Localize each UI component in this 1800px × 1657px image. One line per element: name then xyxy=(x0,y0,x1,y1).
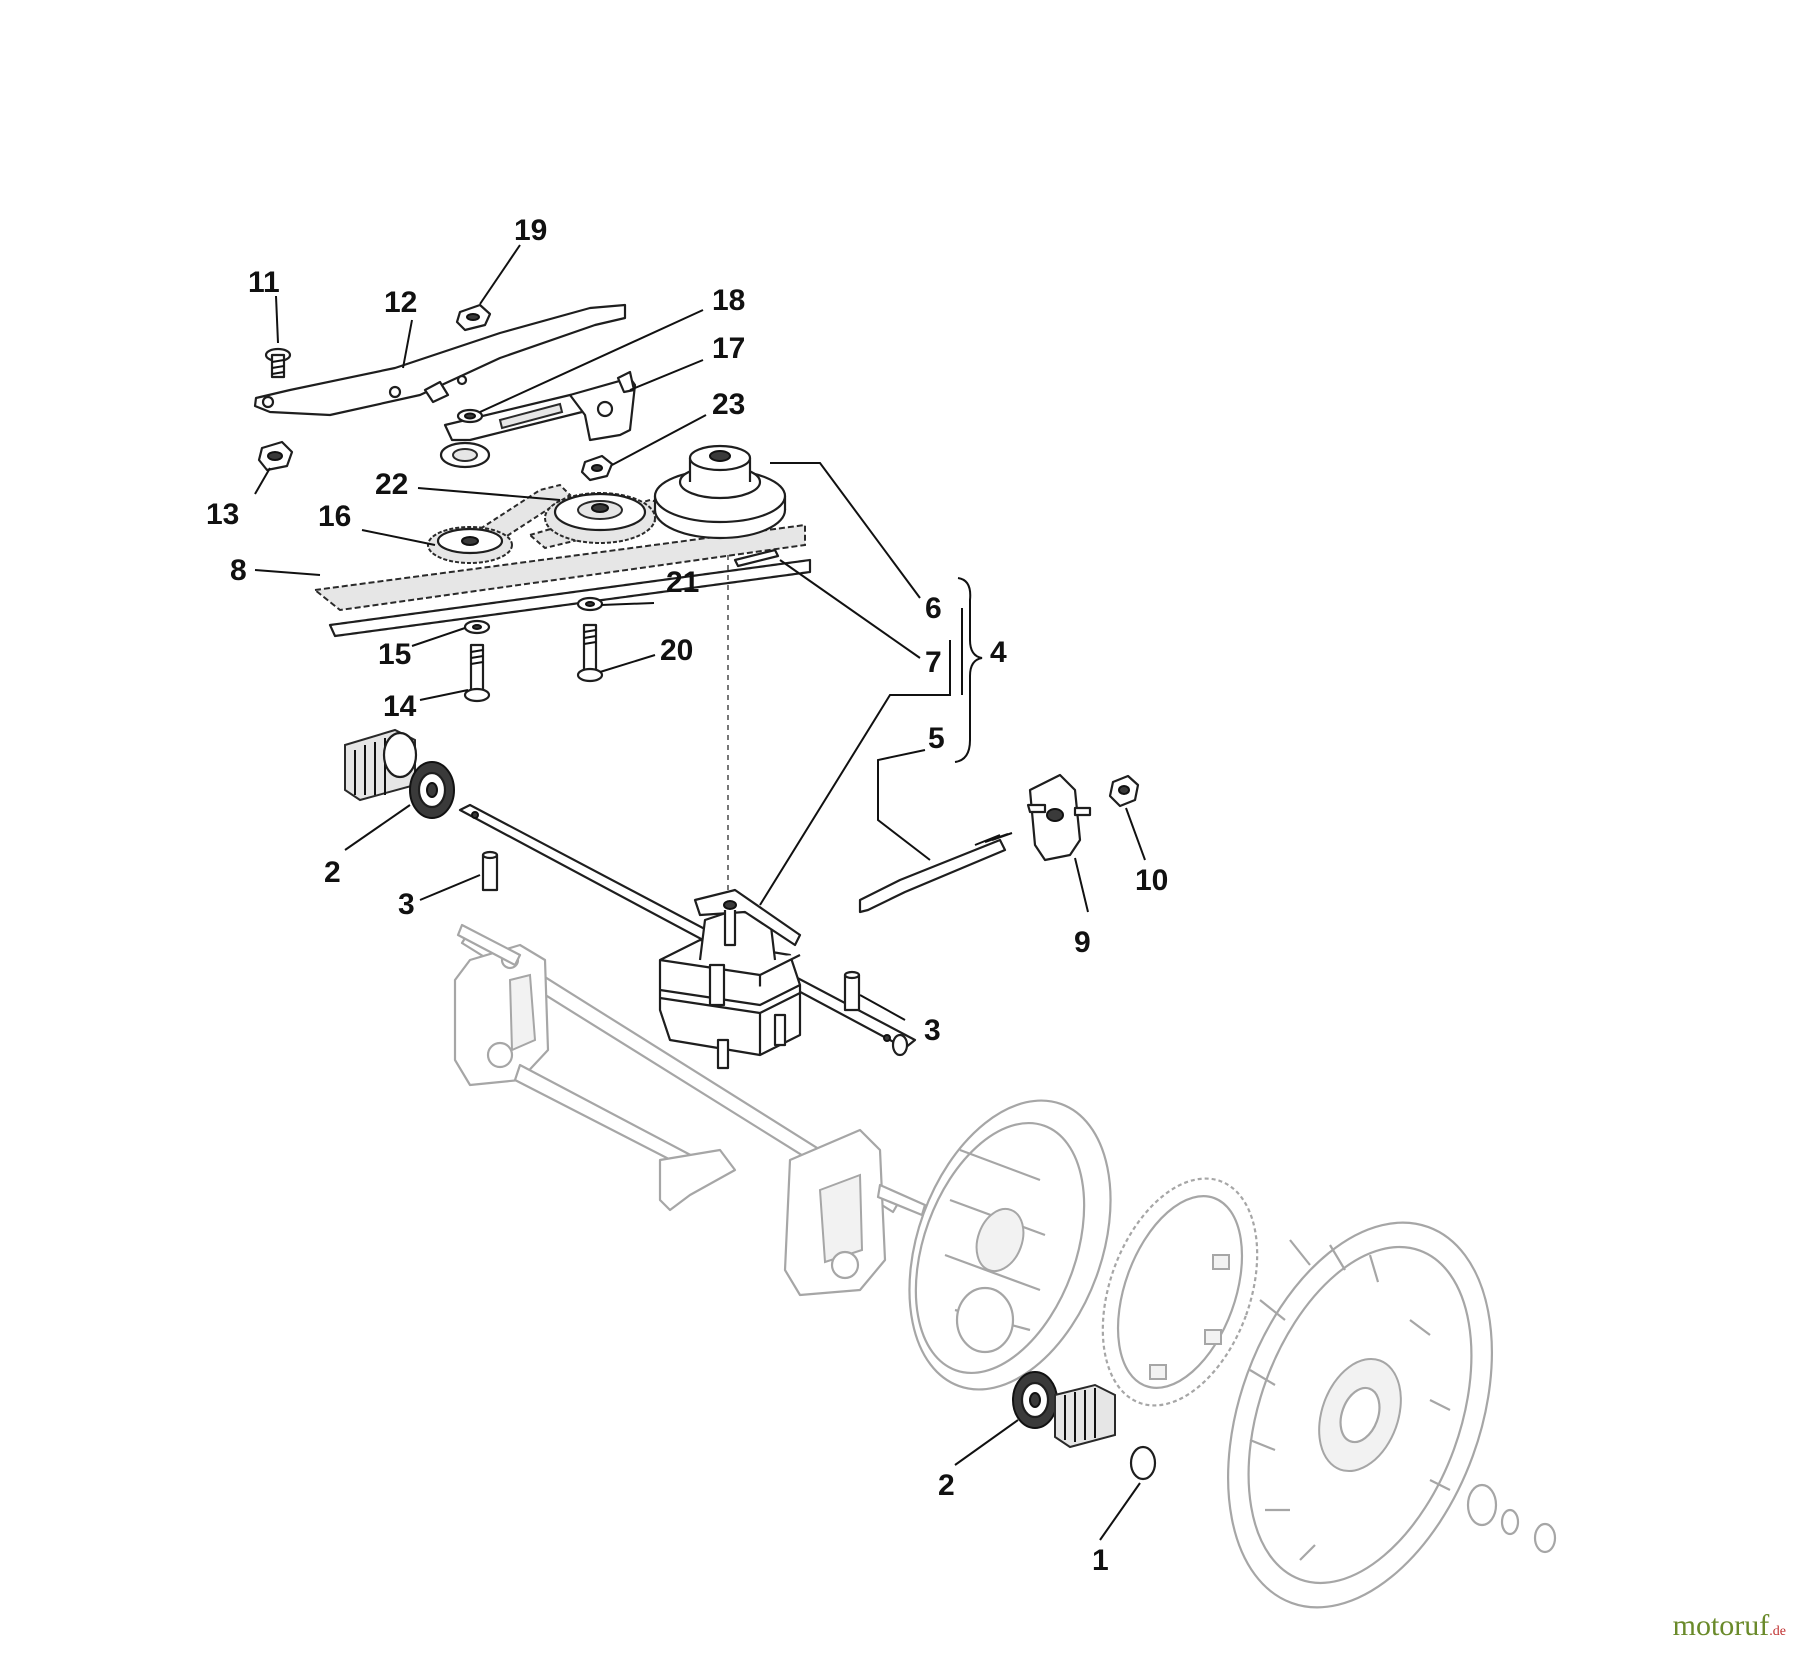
gearbox-4 xyxy=(458,803,917,1070)
callout-9: 9 xyxy=(1074,926,1091,959)
callout-2-right: 2 xyxy=(938,1469,955,1502)
callout-15: 15 xyxy=(378,638,411,671)
callout-3-right: 3 xyxy=(924,1014,941,1047)
callout-23: 23 xyxy=(712,388,745,421)
callout-6: 6 xyxy=(925,592,942,625)
callout-19: 19 xyxy=(514,214,547,247)
wheel-tire xyxy=(1227,1221,1557,1609)
callout-7: 7 xyxy=(925,646,942,679)
nut-23 xyxy=(580,454,614,482)
key-7 xyxy=(733,548,780,568)
bearing-2-right xyxy=(1012,1371,1058,1429)
bushing xyxy=(439,441,491,469)
callout-20: 20 xyxy=(660,634,693,667)
callout-12: 12 xyxy=(384,286,417,319)
bearing-2-left xyxy=(409,761,455,819)
brand-watermark: motoruf.de xyxy=(1673,1609,1786,1643)
nut-13 xyxy=(257,440,294,472)
washer-21 xyxy=(576,596,604,612)
callout-11: 11 xyxy=(248,266,280,299)
pin-3-left xyxy=(481,850,499,892)
callout-22: 22 xyxy=(375,468,408,501)
bolt-20 xyxy=(576,623,604,683)
pinion-right xyxy=(1054,1383,1116,1449)
ring-gear xyxy=(1101,1177,1259,1407)
callout-16: 16 xyxy=(318,500,351,533)
callout-17: 17 xyxy=(712,332,745,365)
callout-3-left: 3 xyxy=(398,888,415,921)
brand-name: motoruf xyxy=(1672,1609,1770,1642)
plate-9 xyxy=(1026,773,1092,862)
callout-5: 5 xyxy=(928,722,945,755)
nut-10 xyxy=(1108,774,1140,808)
leader-lines xyxy=(254,244,1146,1541)
bolt-11 xyxy=(264,347,292,379)
washer-18 xyxy=(456,408,484,424)
callout-labels: 11 12 19 18 17 23 13 22 16 8 21 20 15 14… xyxy=(206,214,1168,1577)
ghost-axle-frame xyxy=(453,923,927,1297)
pulley-6 xyxy=(653,444,787,540)
pinion-left xyxy=(344,728,418,802)
nut-19 xyxy=(455,303,492,332)
callout-21: 21 xyxy=(666,566,699,599)
callout-4: 4 xyxy=(990,636,1007,669)
pin-3-right xyxy=(843,970,861,1012)
washer-15 xyxy=(463,619,491,635)
sprocket-22 xyxy=(544,492,656,544)
callout-14: 14 xyxy=(383,690,417,723)
wheel-inner-cap xyxy=(908,1099,1112,1391)
bolt-14 xyxy=(463,643,491,703)
callout-2-left: 2 xyxy=(324,856,341,889)
callout-18: 18 xyxy=(712,284,745,317)
circlip-1 xyxy=(1129,1445,1157,1481)
cable-5 xyxy=(858,832,1013,914)
brand-suffix: .de xyxy=(1769,1624,1786,1639)
adjustment-lever-12 xyxy=(253,303,627,417)
plate-17 xyxy=(443,370,637,442)
sprocket-16 xyxy=(427,526,513,564)
callout-8: 8 xyxy=(230,554,247,587)
callout-10: 10 xyxy=(1135,864,1168,897)
callout-13: 13 xyxy=(206,498,239,531)
callout-1: 1 xyxy=(1092,1544,1109,1577)
